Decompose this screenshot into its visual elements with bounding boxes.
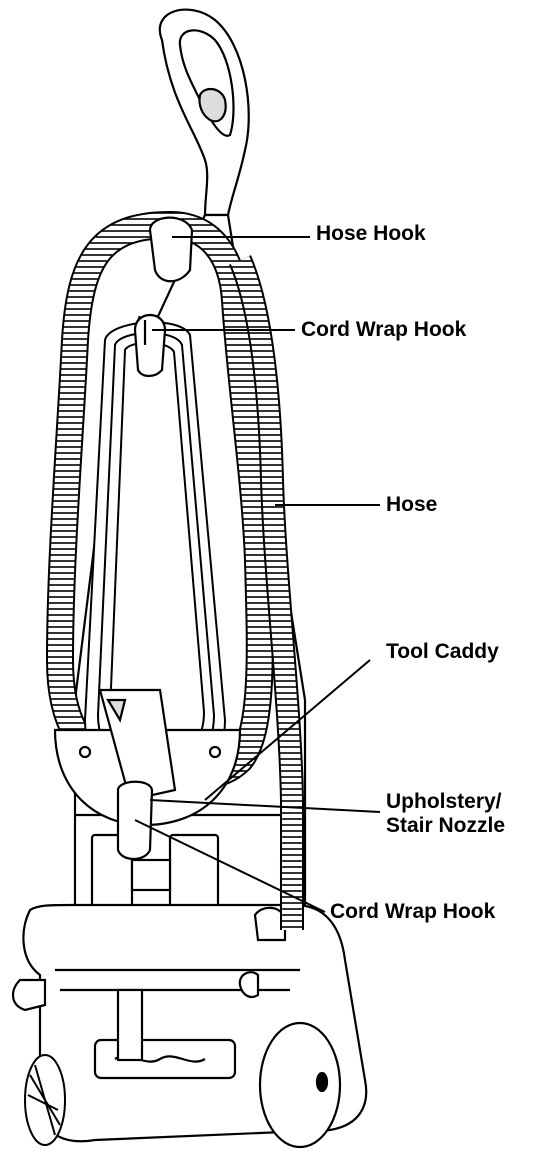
- handle-grip: [160, 10, 249, 215]
- brush-roll: [25, 1055, 65, 1145]
- label-hose-hook: Hose Hook: [316, 222, 426, 246]
- cord-wrap-hook-upper: [135, 315, 165, 376]
- label-hose: Hose: [386, 493, 437, 517]
- label-tool-caddy: Tool Caddy: [386, 640, 499, 664]
- label-cord-wrap-hook-upper: Cord Wrap Hook: [301, 318, 466, 342]
- label-upholstery-stair-nozzle: Upholstery/ Stair Nozzle: [386, 790, 505, 838]
- rear-wheel: [260, 1023, 340, 1147]
- label-cord-wrap-hook-lower: Cord Wrap Hook: [330, 900, 495, 924]
- label-upholstery-line1: Upholstery/: [386, 790, 505, 814]
- hose-hook: [150, 218, 192, 282]
- label-upholstery-line2: Stair Nozzle: [386, 814, 505, 838]
